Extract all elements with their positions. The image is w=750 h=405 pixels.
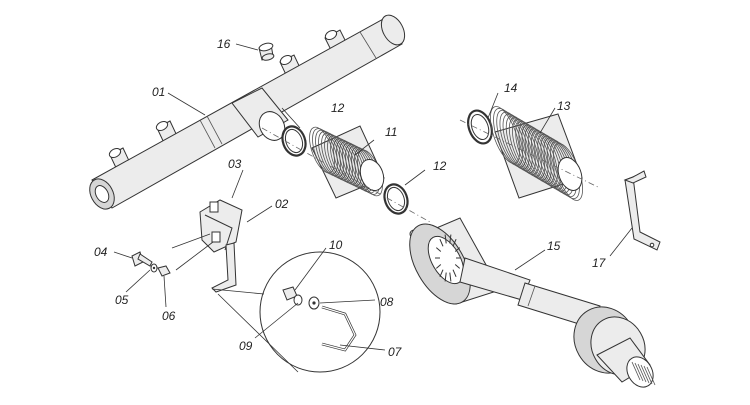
hub-tooth [435, 264, 442, 269]
part-07-u-bolt [321, 305, 357, 352]
label-11: 11 [385, 125, 397, 139]
label-07: 07 [388, 345, 403, 359]
hub-tooth [449, 272, 452, 282]
spline-line [646, 366, 656, 386]
part-15-pto-shaft [409, 217, 656, 388]
hub-tooth [444, 234, 447, 244]
part-17-bracket [623, 170, 661, 251]
label-12-right: 12 [433, 159, 447, 173]
part-12-clamp-left [281, 125, 307, 157]
bellows-ridge [534, 132, 565, 190]
label-05: 05 [115, 293, 129, 307]
part-16-cap [258, 42, 275, 61]
hub-tooth [452, 269, 457, 278]
spline-line [643, 365, 653, 385]
part-01-main-tube [89, 14, 406, 210]
label-10: 10 [329, 238, 343, 252]
part-04-bolt [131, 251, 153, 267]
label-12-left: 12 [331, 101, 345, 115]
label-06: 06 [162, 309, 176, 323]
part-06-nut [157, 265, 171, 277]
label-16: 16 [217, 37, 231, 51]
spline-line [640, 364, 650, 384]
label-02: 02 [275, 197, 289, 211]
bellows-ridge [524, 126, 555, 185]
part-09-washer [293, 294, 303, 306]
part-08-washer [308, 296, 320, 310]
label-09: 09 [239, 339, 253, 353]
bellows-ridge [493, 107, 524, 166]
hub-tooth [444, 272, 447, 282]
hub-tooth [454, 264, 461, 269]
part-02-bracket-arm [211, 242, 237, 293]
bellows-ridge [512, 119, 542, 177]
label-04: 04 [94, 245, 108, 259]
part-14-clamp [467, 109, 493, 145]
leader-lines [113, 43, 633, 351]
label-15: 15 [547, 239, 561, 253]
spline-line [631, 361, 641, 381]
hub-tooth [449, 234, 452, 244]
spline-line [637, 363, 647, 383]
hub-tooth [454, 247, 461, 252]
part-12-clamp-right [383, 183, 409, 215]
label-01: 01 [152, 85, 165, 99]
label-08: 08 [380, 295, 394, 309]
hub-tooth [435, 247, 442, 252]
label-13: 13 [557, 99, 571, 113]
hub-tooth [439, 269, 444, 278]
label-14: 14 [504, 81, 518, 95]
part-13-bellows-right [490, 106, 583, 201]
bellows-ridge [531, 130, 561, 188]
detail-circle [211, 251, 381, 373]
hub-tooth [452, 238, 457, 247]
part-03-clamp-plate [199, 199, 243, 253]
part-05-washer [150, 263, 158, 273]
part-11-bellows-left [309, 125, 385, 199]
spline-line [634, 362, 644, 382]
hub-tooth [439, 238, 444, 247]
label-03: 03 [228, 157, 242, 171]
label-17: 17 [592, 256, 607, 270]
